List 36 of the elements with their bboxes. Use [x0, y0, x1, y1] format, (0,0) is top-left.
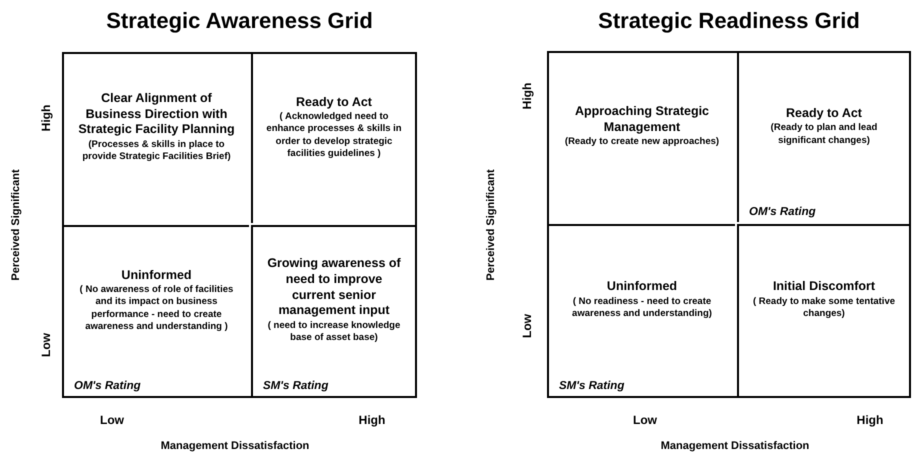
quadrant-heading: Uninformed [606, 279, 678, 295]
quadrant-description: (Ready to plan and lead significant changes) [770, 122, 878, 148]
axis-title: Management Dissatisfaction [160, 440, 310, 452]
axis-tick-label: High [856, 413, 884, 427]
axis-title: Management Dissatisfaction [660, 440, 810, 452]
quadrant-heading: Growing awareness of need to improve current senior management input [266, 256, 402, 319]
rating-note: SM's Rating [559, 380, 624, 392]
rating-note: SM's Rating [263, 380, 328, 392]
quadrant-heading: Approaching Strategic Management [574, 104, 710, 136]
quadrant-description: (Processes & skills in place to provide Strategic Facilities Brief) [81, 139, 232, 164]
axis-tick-label: Low [633, 413, 657, 427]
quadrant-heading: Ready to Act [786, 106, 862, 122]
quadrant-heading: Clear Alignment of Business Direction with Strategic Facility Planning [77, 91, 236, 138]
axis-tick-label: Low [520, 314, 534, 338]
axis-tick-label: High [520, 82, 534, 110]
quadrant [251, 225, 415, 396]
axis-title: Perceived Significant [10, 169, 22, 281]
quadrant-description: (Ready to create new approaches) [564, 136, 720, 149]
axis-title: Perceived Significant [485, 169, 497, 281]
grid-title: Strategic Awareness Grid [105, 8, 374, 34]
quadrant-description: ( Acknowledged need to enhance processes & skills in order to develop strategic facilities guidelines ) [265, 111, 403, 160]
rating-note: OM's Rating [749, 206, 816, 218]
rating-note: OM's Rating [74, 380, 141, 392]
quadrant-description: ( Ready to make some tentative changes) [752, 296, 896, 321]
axis-tick-label: Low [39, 333, 53, 357]
quadrant-description: ( need to increase knowledge base of asset base) [266, 320, 402, 345]
grid-title: Strategic Readiness Grid [597, 8, 861, 34]
axis-tick-label: High [39, 104, 53, 132]
quadrant-description: ( No awareness of role of facilities and its impact on business performance - need to create awareness and understanding ) [78, 284, 234, 334]
quadrant-heading: Ready to Act [296, 94, 372, 110]
axis-tick-label: High [358, 413, 386, 427]
quadrant-heading: Uninformed [121, 268, 192, 284]
quadrant-heading: Initial Discomfort [772, 279, 876, 295]
quadrant-description: ( No readiness - need to create awareness and understanding) [571, 296, 713, 321]
axis-tick-label: Low [100, 413, 124, 427]
quadrant [737, 224, 909, 396]
